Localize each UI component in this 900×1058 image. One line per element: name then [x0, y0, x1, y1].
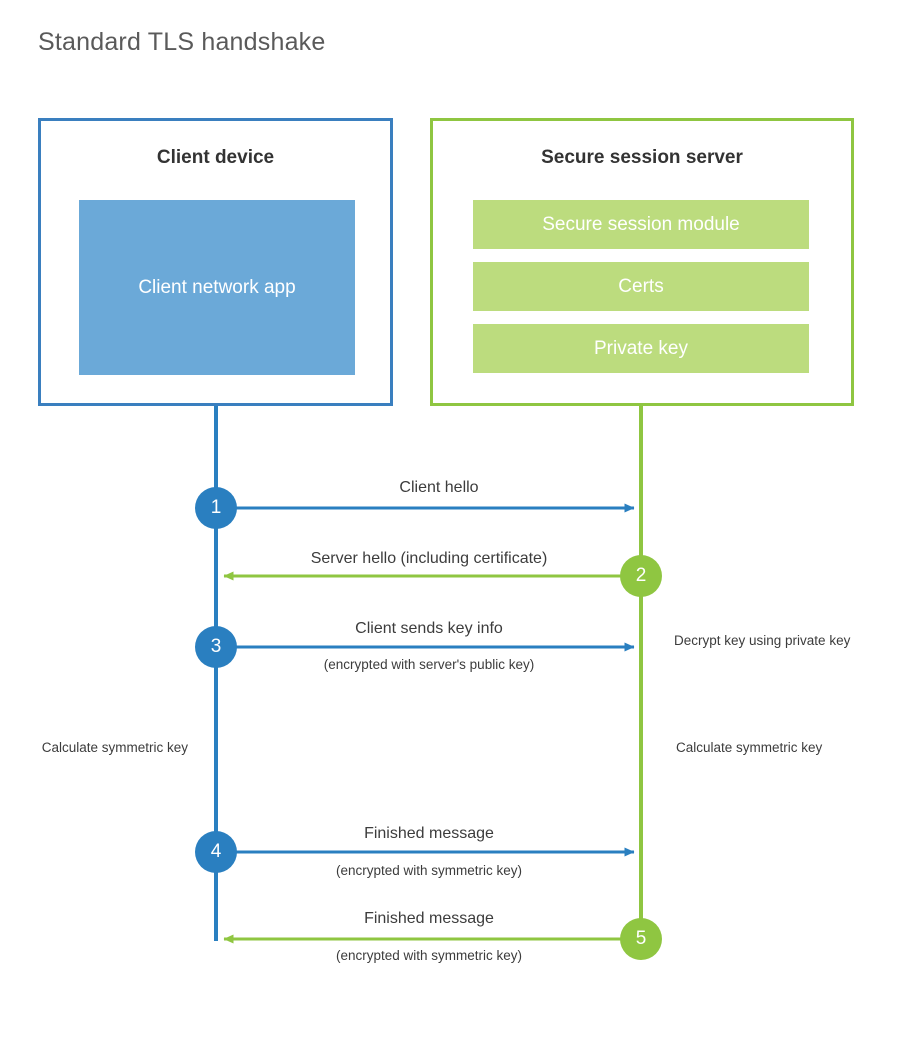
step-marker-5[interactable]: 5	[620, 918, 662, 960]
message-label-4: Finished message	[364, 825, 494, 842]
step-marker-4[interactable]: 4	[195, 831, 237, 873]
secure-session-server-box: Secure session server Secure session mod…	[430, 118, 854, 406]
message-sublabel-4: (encrypted with symmetric key)	[335, 863, 523, 878]
client-device-box: Client device Client network app	[38, 118, 393, 406]
server-component-bar: Private key	[473, 324, 809, 373]
message-label-5: Finished message	[364, 910, 494, 927]
message-sublabel-3: (encrypted with server's public key)	[323, 657, 535, 672]
message-label-3: Client sends key info	[355, 620, 503, 637]
page-title: Standard TLS handshake	[38, 28, 326, 56]
step-marker-2[interactable]: 2	[620, 555, 662, 597]
server-component-list: Secure session module Certs Private key	[473, 200, 809, 373]
secure-session-server-title: Secure session server	[541, 147, 743, 168]
client-network-app-block: Client network app	[79, 200, 355, 375]
note-server-calculate-symmetric-key: Calculate symmetric key	[676, 740, 823, 755]
note-decrypt-key: Decrypt key using private key	[674, 633, 851, 648]
message-label-1: Client hello	[399, 479, 479, 496]
message-sublabel-5: (encrypted with symmetric key)	[335, 948, 523, 963]
server-component-bar: Certs	[473, 262, 809, 311]
step-marker-3[interactable]: 3	[195, 626, 237, 668]
note-client-calculate-symmetric-key: Calculate symmetric key	[41, 740, 188, 755]
step-marker-1[interactable]: 1	[195, 487, 237, 529]
server-component-bar: Secure session module	[473, 200, 809, 249]
message-label-2: Server hello (including certificate)	[310, 550, 548, 567]
client-device-title: Client device	[156, 147, 275, 168]
